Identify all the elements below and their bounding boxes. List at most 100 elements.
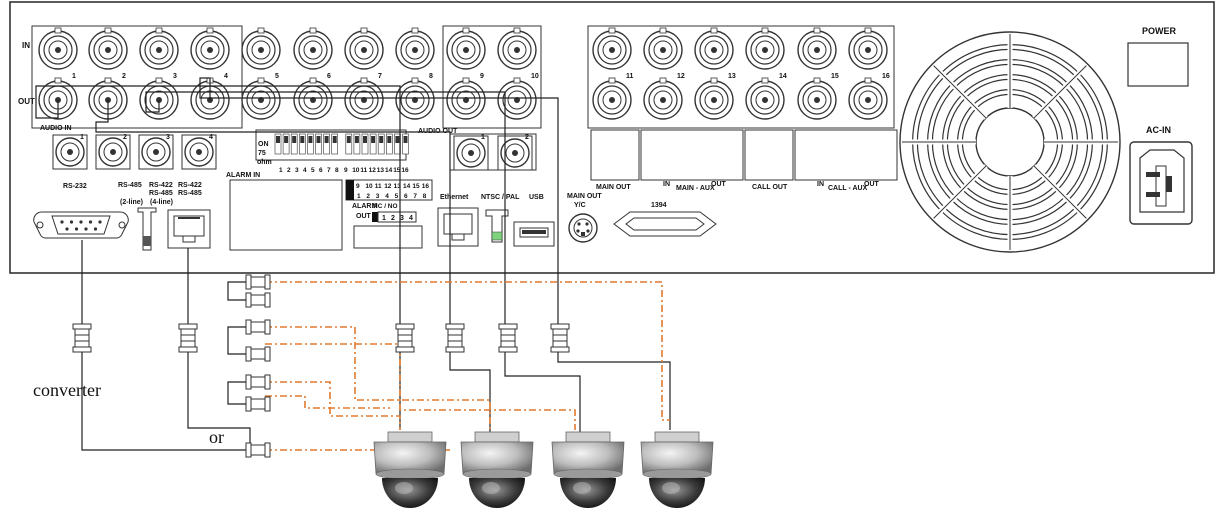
main-aux-in-label: IN (663, 181, 670, 188)
video-in-bnc-10 (497, 27, 537, 70)
termination-number-14: 14 (385, 167, 393, 174)
rs422-rs485-label-1: RS-422 (178, 182, 202, 189)
audio-out-rca-1 (453, 135, 489, 171)
power-label: POWER (1142, 26, 1177, 36)
channel-label-15: 15 (831, 73, 839, 80)
channel-label-8: 8 (429, 73, 433, 80)
camera-dome-3 (560, 478, 616, 508)
camera-mount-3 (565, 431, 611, 443)
alarm-out-number-2: 2 (391, 215, 395, 222)
fan-hub (975, 107, 1045, 177)
camera-dome-highlight-1 (395, 482, 413, 494)
dip-switch-knob-7 (324, 136, 329, 143)
inline-bnc-cam3 (498, 323, 518, 353)
alarm-in-top-15: 15 (412, 183, 420, 190)
video-out-bnc-11 (592, 77, 632, 120)
main-out-label: MAIN OUT (596, 184, 631, 191)
alarm-in-bottom-2: 2 (366, 193, 370, 200)
ethernet-port (437, 207, 479, 247)
alarm-out-terminal (353, 225, 423, 249)
channel-label-1: 1 (72, 73, 76, 80)
termination-number-4: 4 (303, 167, 307, 174)
alarm-out-label-line2: OUT (356, 213, 372, 220)
video-out-bnc-6 (293, 77, 333, 120)
main-aux-label: MAIN - AUX (676, 185, 715, 192)
video-in-bnc-11 (592, 27, 632, 70)
video-in-bnc-12 (643, 27, 683, 70)
dip-switch-knob-15 (395, 136, 400, 143)
call-aux-in-label: IN (817, 181, 824, 188)
audio-in-rca-1 (52, 134, 88, 170)
main-out-yc-label-1: MAIN OUT (567, 193, 602, 200)
audio-out-channel-1: 1 (481, 134, 485, 141)
termination-number-16: 16 (401, 167, 409, 174)
video-in-bnc-4 (190, 27, 230, 70)
camera-wiring (35, 77, 671, 458)
branch-bnc-4 (245, 346, 271, 362)
alarm-in-top-11: 11 (375, 183, 382, 190)
dip-switch-8 (331, 133, 339, 155)
db9-pin-top-1 (60, 220, 64, 224)
dip-switch-12 (369, 133, 377, 155)
video-out-bnc-16 (848, 77, 888, 120)
alarm-in-top-14: 14 (403, 183, 411, 190)
branch-link-1 (227, 281, 246, 301)
video-in-bnc-15 (797, 27, 837, 70)
alarm-out-number-3: 3 (400, 215, 404, 222)
video-in-bnc-5 (241, 27, 281, 70)
dip-switch-knob-9 (346, 136, 351, 143)
fan-spoke-225 (933, 65, 987, 119)
video-out-bnc-15 (797, 77, 837, 120)
dip-switch-knob-5 (308, 136, 313, 143)
alarm-out-nc-no: NC / NO (373, 203, 398, 210)
alarm-out-marker (372, 212, 378, 222)
converter-label: converter (33, 380, 101, 400)
dip-switch-11 (361, 133, 369, 155)
audio-in-rca-4 (181, 134, 217, 170)
rs485-2line-label-1: RS-485 (118, 182, 142, 189)
termination-ohm-value: 75 (258, 150, 266, 157)
ntsc-pal-switch (485, 209, 509, 243)
inline-bnc-connectors (72, 323, 570, 353)
rs422-4line-label-2: RS-485 (149, 190, 173, 197)
branch-bnc-7 (245, 442, 271, 458)
rs232-port (33, 211, 129, 239)
alarm-out-number-box (377, 211, 417, 223)
ptz-dome-cameras (373, 431, 714, 508)
dip-switch-2 (282, 133, 290, 155)
alarm-in-bottom-7: 7 (413, 193, 417, 200)
termination-number-12: 12 (369, 167, 377, 174)
alarm-in-label: ALARM IN (226, 172, 260, 179)
dip-switch-knob-10 (354, 136, 359, 143)
dip-switch-9 (345, 133, 353, 155)
db9-pin-bottom-1 (65, 227, 69, 231)
branch-link-3 (227, 381, 246, 405)
alarm-in-bottom-5: 5 (395, 193, 399, 200)
camera-rim-4 (642, 468, 712, 480)
alarm-in-bottom-3: 3 (376, 193, 380, 200)
channel-group-1-4-box (31, 25, 243, 129)
dip-switch-knob-13 (379, 136, 384, 143)
dip-switch-knob-8 (332, 136, 337, 143)
video-line-cam3 (145, 91, 581, 440)
termination-on-label: ON (258, 141, 269, 148)
channel-label-7: 7 (378, 73, 382, 80)
fan-spoke-45 (1033, 165, 1087, 219)
inline-bnc-cam2 (445, 323, 465, 353)
port-1394-label: 1394 (651, 202, 667, 209)
branch-bnc-3 (245, 319, 271, 335)
video-line-cam4 (199, 77, 671, 430)
termination-number-2: 2 (287, 167, 291, 174)
alarm-in-top-13: 13 (394, 183, 402, 190)
camera-mount-2 (474, 431, 520, 443)
video-out-bnc-7 (344, 77, 384, 120)
channel-label-11: 11 (626, 73, 634, 80)
audio-in-channel-3: 3 (166, 134, 170, 141)
channel-label-10: 10 (531, 73, 539, 80)
dip-switch-knob-1 (276, 136, 280, 143)
db9-pin-top-4 (88, 220, 93, 224)
s-video-port (568, 213, 598, 243)
inline-bnc-cam4 (550, 323, 570, 353)
